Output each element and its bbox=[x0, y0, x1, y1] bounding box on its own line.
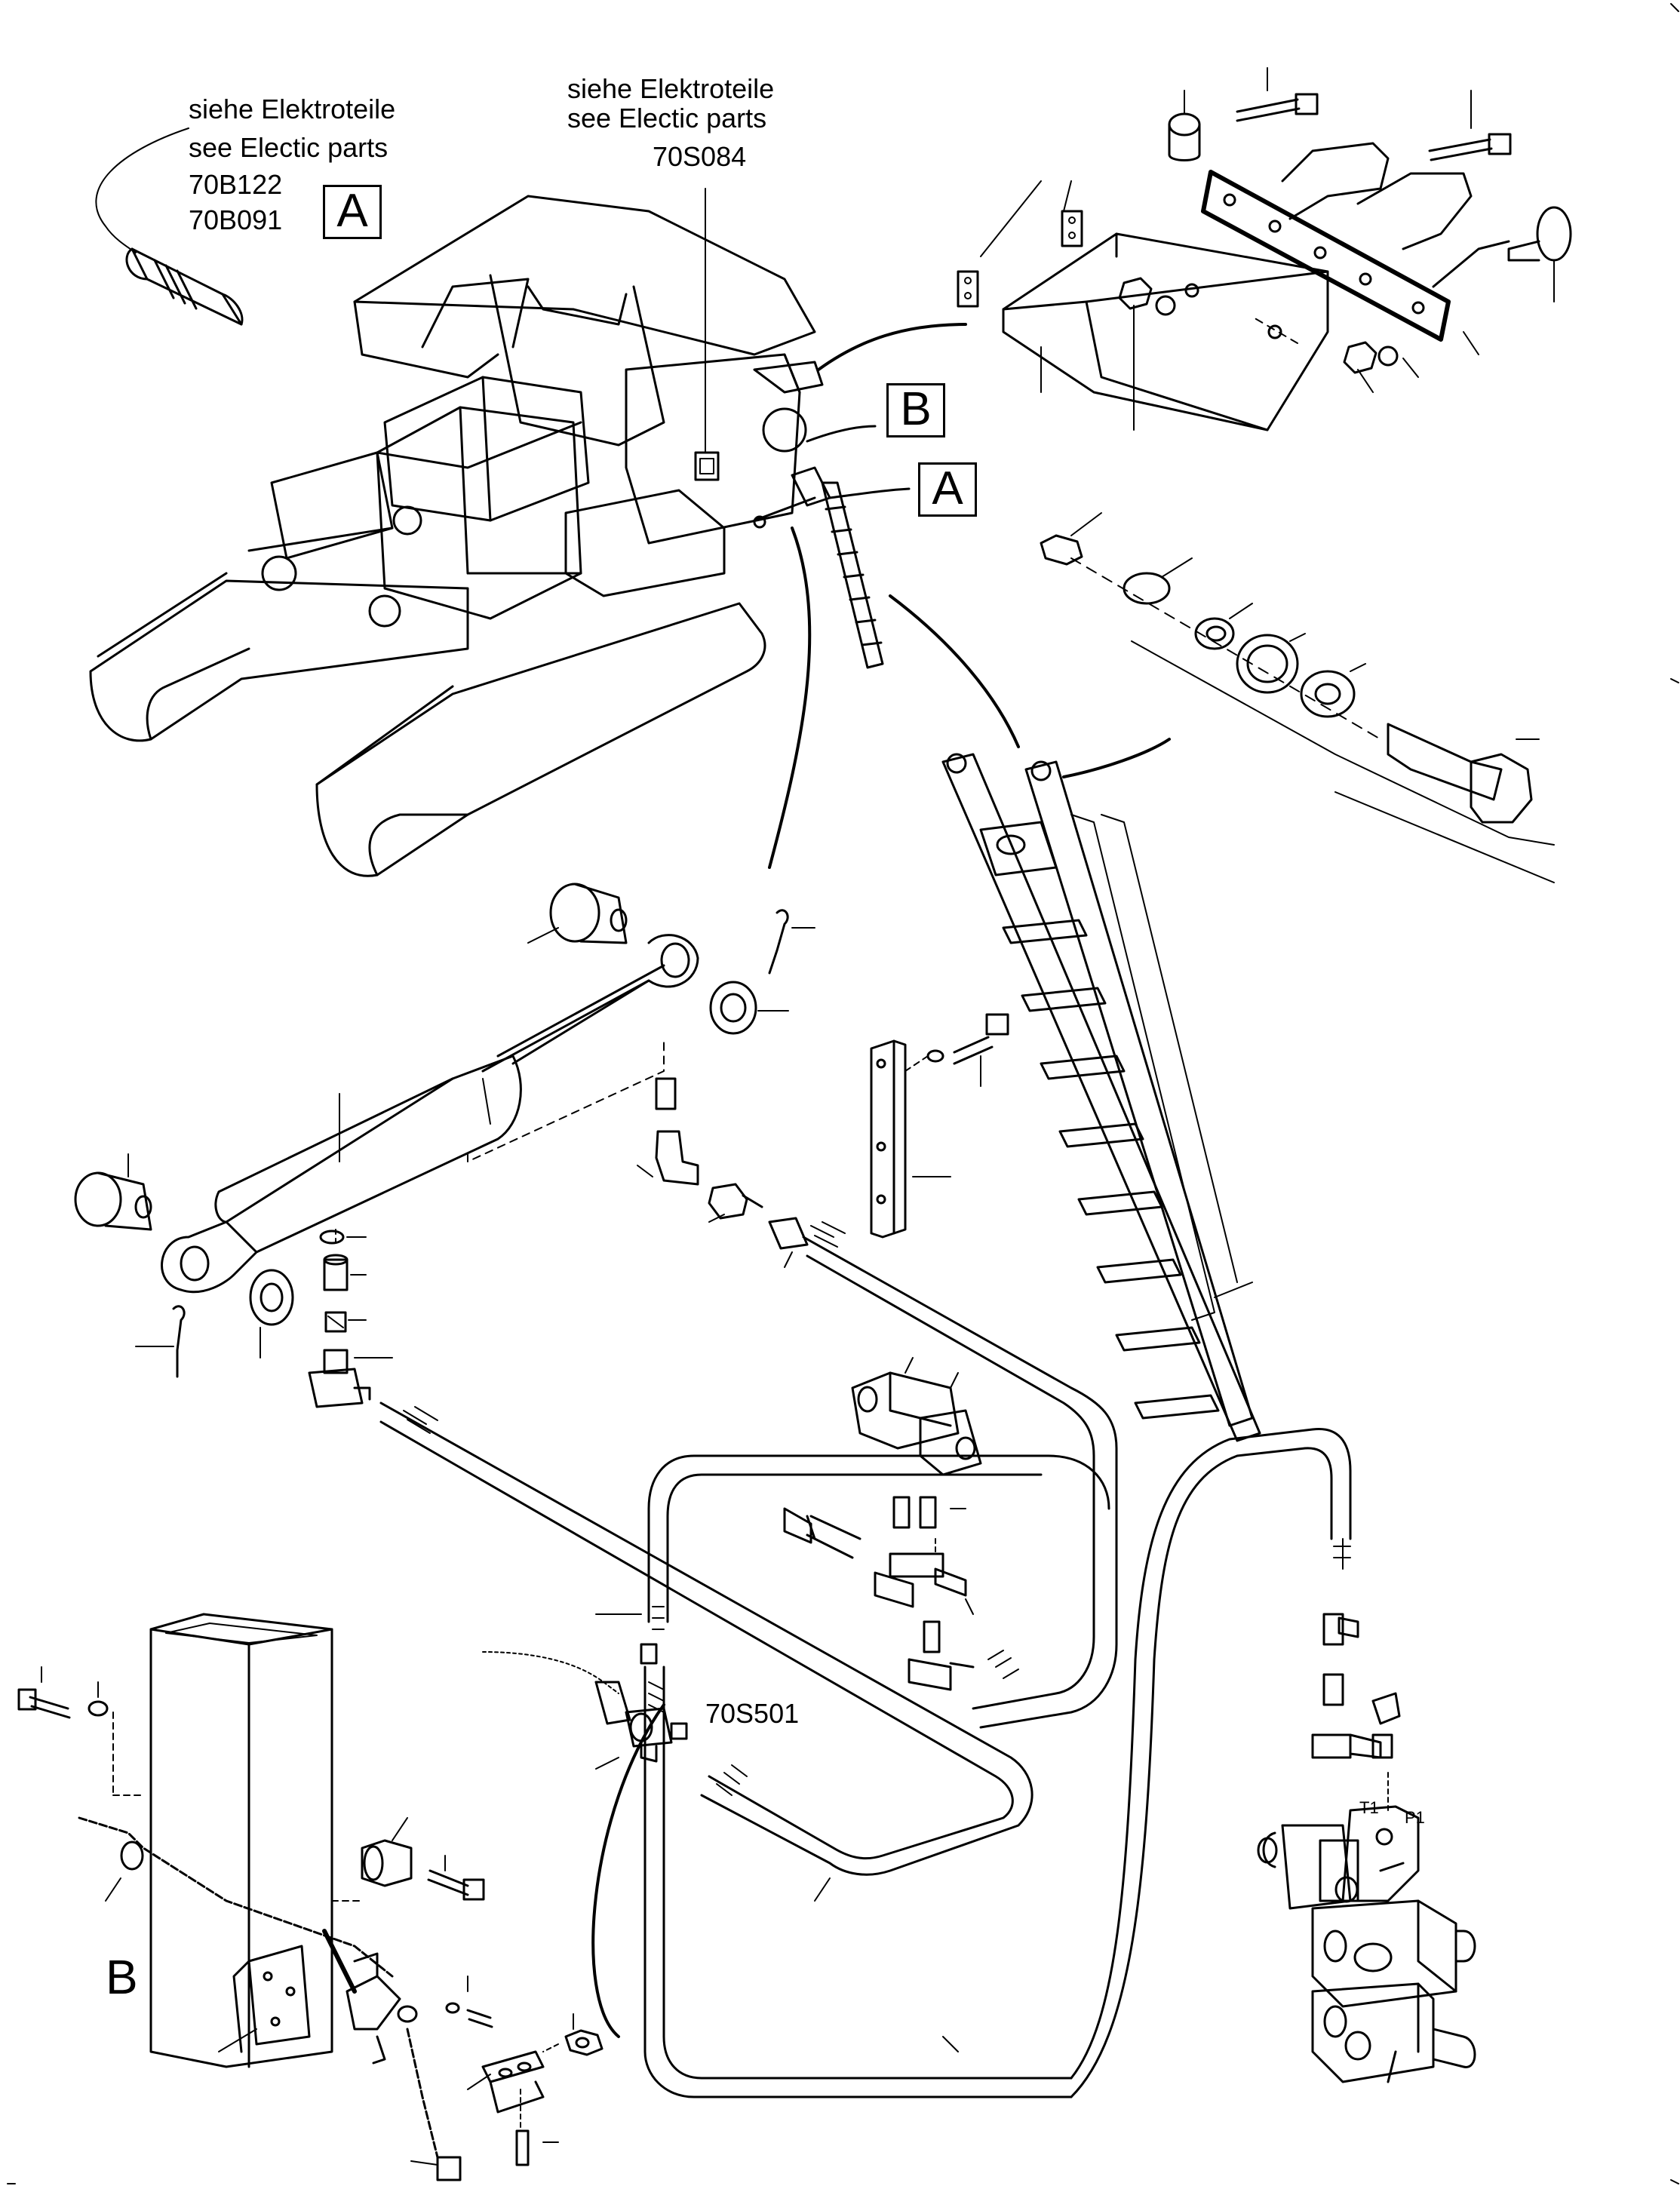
electrical-note-top-en: see Electic parts bbox=[567, 103, 767, 134]
excavator-machine bbox=[89, 195, 831, 877]
hydraulic-hoses bbox=[379, 1221, 1352, 2098]
ladder-rungs bbox=[1002, 919, 1220, 1420]
hose-group-code: 70S501 bbox=[705, 1698, 800, 1729]
electrical-note-a-en: see Electic parts bbox=[189, 132, 389, 163]
electrical-code-top: 70S084 bbox=[653, 141, 747, 172]
hand-valve-with-chain bbox=[482, 1643, 688, 1770]
step-bracket-detail bbox=[957, 67, 1572, 431]
access-ladder bbox=[941, 753, 1261, 1442]
cylinder-fittings bbox=[308, 1229, 393, 1408]
callout-a-sensor: A bbox=[323, 185, 382, 239]
electrical-code-a2: 70B091 bbox=[189, 204, 283, 235]
port-p1-label: P1 bbox=[1405, 1808, 1425, 1827]
hydraulic-cylinder bbox=[74, 883, 815, 1378]
ladder-on-machine bbox=[821, 481, 884, 669]
solenoid-valve bbox=[851, 1357, 982, 1691]
port-t1-label: T1 bbox=[1359, 1798, 1379, 1817]
callout-a-machine: A bbox=[918, 462, 977, 517]
detail-b-label: B bbox=[106, 1950, 138, 2004]
strap-and-bolt bbox=[870, 1013, 1009, 1239]
detail-b-lamp-post bbox=[17, 1613, 604, 2181]
hinge-pin-assembly bbox=[1040, 512, 1555, 883]
electrical-note-top-de: siehe Elektroteile bbox=[567, 73, 775, 104]
electrical-code-a1: 70B122 bbox=[189, 169, 283, 200]
sheet-corner-marks bbox=[7, 3, 1679, 2184]
leader-lines bbox=[591, 188, 1171, 2038]
callout-b-machine: B bbox=[886, 383, 945, 437]
control-valve-block bbox=[1257, 1613, 1476, 2083]
proximity-sensor bbox=[95, 127, 244, 326]
upper-hose-fittings bbox=[637, 1077, 809, 1268]
electrical-note-a-de: siehe Elektroteile bbox=[189, 94, 396, 124]
